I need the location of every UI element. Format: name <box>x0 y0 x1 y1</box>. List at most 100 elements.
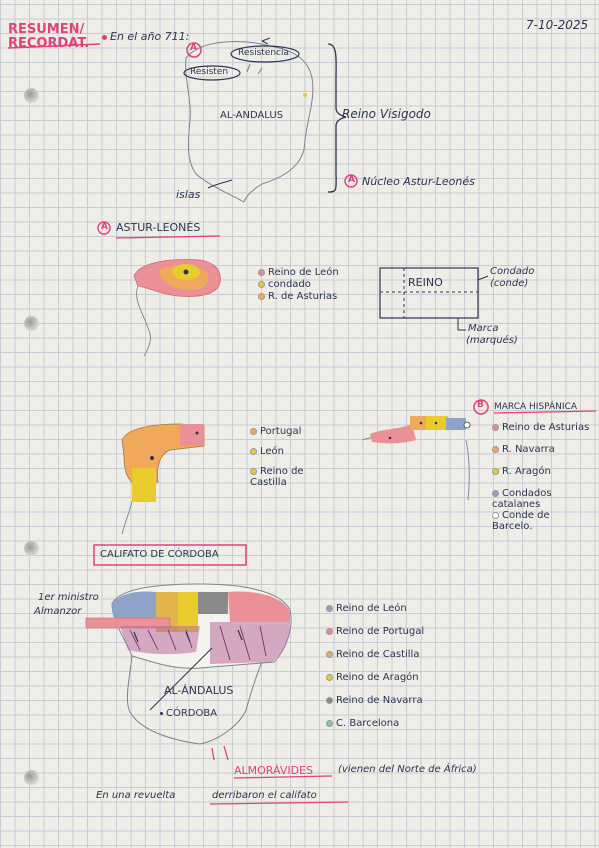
resistencia-top-oval <box>230 45 300 63</box>
legend-swatch <box>326 650 333 658</box>
binder-hole <box>24 541 39 556</box>
cordoba-label: CÓRDOBA <box>160 708 217 719</box>
legend-label: R. de Asturias <box>268 291 338 302</box>
legend-label: Reino de León <box>268 267 339 278</box>
legend-swatch <box>492 489 499 497</box>
islands-label: islas <box>176 188 201 201</box>
footer-text-b: derribaron el califato <box>212 790 317 801</box>
legend-item: R. Aragón <box>492 466 592 477</box>
legend-label: Conde de Barcelo. <box>492 510 550 532</box>
legend-label: Reino de Castilla <box>250 466 304 488</box>
legend-label: Reino de Portugal <box>336 626 425 637</box>
condado-label: Condado <box>490 266 535 277</box>
legend-item: Reino de León <box>326 603 407 614</box>
legend-item: C. Barcelona <box>326 718 399 729</box>
reino-visigodo-label: Reino Visigodo <box>342 107 431 121</box>
binder-hole <box>24 88 39 103</box>
legend-swatch <box>258 280 265 288</box>
califato-aragon <box>178 592 198 632</box>
legend-swatch <box>326 696 333 704</box>
legend-item: Reino de Asturias <box>492 422 592 433</box>
legend-item: Reino de Castilla <box>326 649 419 660</box>
legend-label: condado <box>268 279 311 290</box>
califato-leon <box>112 591 156 624</box>
portugal-map-yellow <box>132 468 156 502</box>
legend-item: León <box>250 446 320 457</box>
peninsula-outline-711 <box>185 41 314 203</box>
legend-swatch <box>492 511 499 519</box>
date: 7-10-2025 <box>526 18 589 32</box>
legend-swatch <box>326 627 333 635</box>
reino-box <box>379 267 479 319</box>
badge-b-marca: B <box>477 400 484 410</box>
intro-text: En el año 711: <box>102 30 189 43</box>
portugal-map-pink <box>180 424 204 446</box>
califato-navarra <box>198 592 228 614</box>
legend-swatch <box>250 467 257 475</box>
legend-label: Portugal <box>260 426 302 437</box>
binder-hole <box>24 316 39 331</box>
footer-text-a: En una revuelta <box>96 790 176 801</box>
califato-title-box <box>93 544 247 566</box>
legend-item: R. Navarra <box>492 444 592 455</box>
legend-label: León <box>260 446 285 457</box>
legend-swatch <box>326 604 333 612</box>
al-andalus-711-label: AL-ANDALUS <box>220 110 284 121</box>
legend-swatch <box>326 719 333 727</box>
badge-a-nucleo: A <box>348 175 355 185</box>
legend-item: Reino de León <box>258 267 339 278</box>
conde-label: (conde) <box>490 278 529 289</box>
almoravides-note: (vienen del Norte de África) <box>338 764 477 775</box>
marca-map-pink <box>370 424 416 444</box>
legend-item: Reino de Castilla <box>250 466 320 488</box>
marques-label: (marqués) <box>466 335 518 346</box>
legend-swatch <box>258 268 265 276</box>
title-line-2: RECORDAT. <box>8 36 90 51</box>
legend-swatch <box>250 447 257 455</box>
brace <box>327 43 347 193</box>
marca-map-orange <box>410 416 428 430</box>
ministro-label: 1er ministro <box>38 592 99 603</box>
legend-item: Reino de Navarra <box>326 695 423 706</box>
legend-item: Condados catalanes <box>492 488 592 510</box>
legend-swatch <box>250 427 257 435</box>
astur-title: ASTUR-LEONÉS <box>116 221 201 234</box>
califato-hatch-right <box>210 622 290 664</box>
resistencia-left-label: Resisten <box>190 67 229 77</box>
legend-label: C. Barcelona <box>336 718 400 729</box>
nucleo-label: Núcleo Astur-Leonés <box>362 175 475 188</box>
legend-label: Reino de Navarra <box>336 695 423 706</box>
legend-swatch <box>326 673 333 681</box>
legend-label: Reino de León <box>336 603 407 614</box>
marca-map-blue <box>446 418 466 430</box>
binder-hole <box>24 770 39 785</box>
reino-box-label: REINO <box>408 276 443 289</box>
legend-item: R. de Asturias <box>258 291 337 302</box>
badge-a-astur: A <box>101 222 108 232</box>
al-andalus-califato-label: AL-ÁNDALUS <box>164 684 234 697</box>
legend-swatch <box>258 292 265 300</box>
resistencia-left-oval <box>183 65 241 81</box>
legend-label: Reino de Castilla <box>336 649 420 660</box>
legend-label: R. Navarra <box>502 444 555 455</box>
almoravides-label: ALMORÁVIDES <box>234 764 313 777</box>
legend-label: Condados catalanes <box>492 488 552 510</box>
legend-label: Reino de Asturias <box>502 422 590 433</box>
almanzor-label: Almanzor <box>34 606 82 617</box>
legend-item: Reino de Portugal <box>326 626 424 637</box>
title-line-1: RESUMEN/ <box>8 22 85 37</box>
legend-swatch <box>492 423 499 431</box>
legend-label: R. Aragón <box>502 466 551 477</box>
legend-item: Reino de Aragón <box>326 672 419 683</box>
resistencia-top-label: Resistencia <box>238 48 289 58</box>
califato-title: CALIFATO DE CÓRDOBA <box>100 549 219 560</box>
legend-label: Reino de Aragón <box>336 672 419 683</box>
legend-item: Conde de Barcelo. <box>492 510 592 532</box>
califato-barcelona <box>228 591 290 622</box>
legend-item: condado <box>258 279 311 290</box>
legend-swatch <box>492 445 499 453</box>
marca-title: MARCA HISPÁNICA <box>494 402 577 412</box>
marca-label: Marca <box>468 323 499 334</box>
